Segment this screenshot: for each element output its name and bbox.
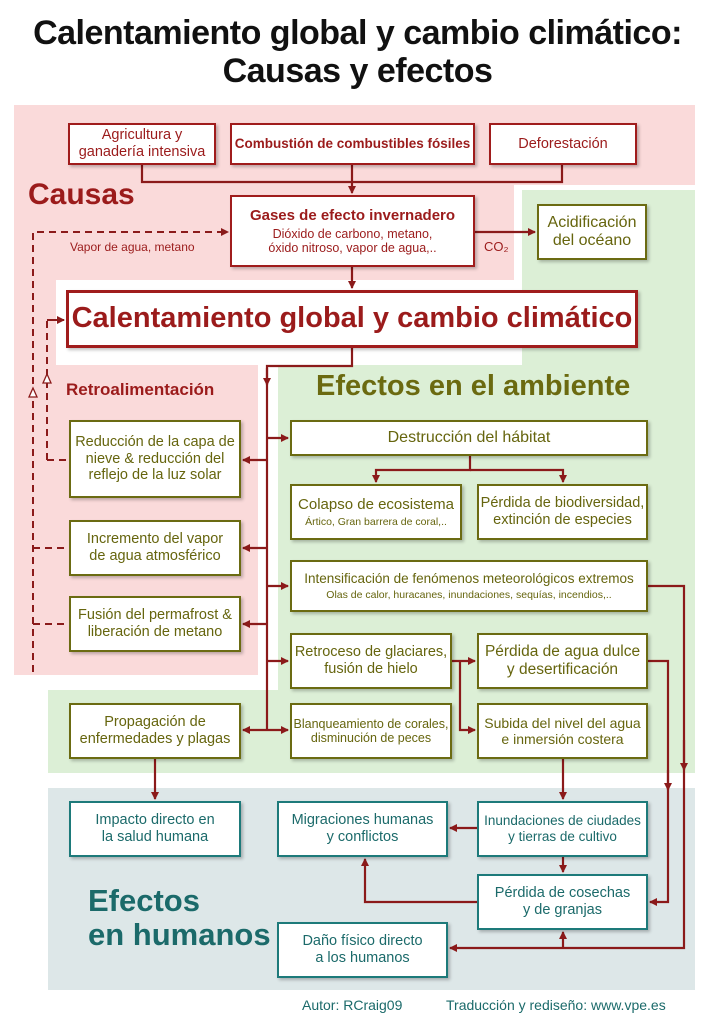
box-text: Incremento del vapor [86,531,224,548]
box-text: Calentamiento global y cambio climático [71,302,633,335]
box-text: óxido nitroso, vapor de agua,.. [268,241,437,256]
open-triangle-icon [27,386,39,398]
box-glacier-retreat: Retroceso de glaciares,fusión de hielo [290,633,452,689]
box-text: fusión de hielo [324,661,418,677]
footer-translation: Traducción y rediseño: www.vpe.es [446,997,666,1013]
box-text: Deforestación [518,135,608,152]
section-causes: Causas [28,178,135,211]
box-title: Colapso de ecosistema [298,496,454,514]
open-triangle-icon [41,372,53,384]
box-text: nieve & reducción del [85,450,225,467]
box-deforestation: Deforestación [489,123,637,165]
co2-label: CO₂ [484,239,509,254]
section-environment: Efectos en el ambiente [316,370,631,402]
box-habitat-destruction: Destrucción del hábitat [290,420,648,456]
section-feedback: Retroalimentación [66,380,215,399]
box-text: Fusión del permafrost & [78,607,232,624]
section-humans-line2: en humanos [88,917,271,952]
box-text: Acidificación [547,213,637,231]
box-text: Daño físico directo [302,933,423,950]
vapor-label: Vapor de agua, metano [70,240,195,254]
box-global-warming: Calentamiento global y cambio climático [66,290,638,348]
box-text: y conflictos [326,829,399,845]
box-title: Intensificación de fenómenos meteorológi… [304,571,634,587]
box-text: Pérdida de agua dulce [484,643,641,661]
box-text: la salud humana [101,829,209,845]
box-text: Blanqueamiento de corales, [293,716,449,731]
box-text: Dióxido de carbono, metano, [272,226,433,241]
box-text: Inundaciones de ciudades [484,813,641,829]
box-text: e inmersión costera [501,731,624,747]
box-text: Retroceso de glaciares, [294,644,448,661]
box-text: reflejo de la luz solar [88,467,222,484]
box-subtext: Olas de calor, huracanes, inundaciones, … [326,588,612,601]
box-text: Pérdida de cosechas [494,885,631,902]
box-text: extinción de especies [493,512,632,528]
box-text: Combustión de combustibles fósiles [234,136,471,152]
box-text: del océano [552,232,632,249]
box-coral-bleaching: Blanqueamiento de corales,disminución de… [290,703,452,759]
box-ecosystem-collapse: Colapso de ecosistema Ártico, Gran barre… [290,484,462,540]
section-humans-line1: Efectos [88,883,200,918]
box-title: Gases de efecto invernadero [249,206,456,224]
box-text: liberación de metano [87,624,223,640]
box-text: Destrucción del hábitat [387,428,551,446]
box-fossil-fuels: Combustión de combustibles fósiles [230,123,475,165]
page-subtitle: Causas y efectos [222,52,493,90]
box-text: Agricultura y [101,127,183,144]
box-text: Subida del nivel del agua [484,714,641,731]
box-greenhouse-gases: Gases de efecto invernadero Dióxido de c… [230,195,475,267]
page-title: Calentamiento global y cambio climático: [33,14,682,52]
box-biodiversity-loss: Pérdida de biodiversidad,extinción de es… [477,484,648,540]
box-text: de agua atmosférico [89,548,221,564]
box-text: disminución de peces [310,731,432,745]
box-text: Pérdida de biodiversidad, [480,495,645,512]
box-permafrost: Fusión del permafrost &liberación de met… [69,596,241,652]
box-text: Reducción de la capa de [75,433,235,450]
section-humans: Efectos en humanos [88,884,271,952]
box-text: Impacto directo en [95,812,215,829]
box-text: Propagación de [104,714,206,731]
box-subtext: Ártico, Gran barrera de coral,.. [305,515,447,528]
box-extreme-weather: Intensificación de fenómenos meteorológi… [290,560,648,612]
box-text: a los humanos [315,950,410,966]
box-text: Migraciones humanas [291,812,434,829]
box-text: y tierras de cultivo [508,829,617,844]
box-text: y de granjas [523,902,602,918]
box-text: ganadería intensiva [78,144,206,160]
footer-author: Autor: RCraig09 [302,997,403,1013]
box-text: y desertificación [506,661,619,678]
box-text: enfermedades y plagas [79,731,231,747]
